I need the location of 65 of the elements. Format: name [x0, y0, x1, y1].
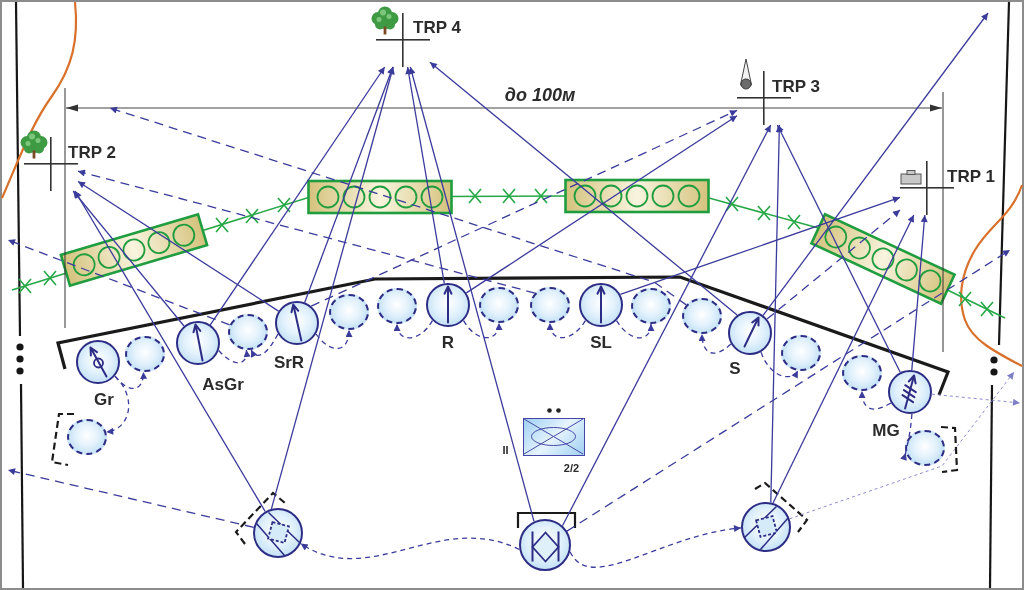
position-label: SrR: [273, 353, 305, 371]
arrow-line: [776, 124, 901, 373]
arrow-line: [77, 180, 280, 312]
arrow-line: [770, 124, 783, 504]
dashed-arrow-line: [766, 209, 901, 320]
curved-dashed-arrow: [900, 413, 913, 461]
position-label: R: [441, 333, 455, 351]
point-label: TRP 4: [413, 18, 461, 36]
arrow-line: [762, 12, 989, 316]
alternate-position: [377, 288, 417, 324]
arrow-line: [561, 124, 772, 527]
dashed-arrow-line: [310, 109, 738, 307]
alternate-position: [228, 314, 268, 350]
alternate-position: [329, 294, 369, 330]
alternate-position: [905, 430, 945, 466]
arrow-line: [429, 61, 738, 316]
alternate-position: [125, 336, 165, 372]
point-label: TRP 1: [947, 167, 995, 185]
arrow-line: [209, 66, 386, 326]
position-label: Gr: [94, 390, 114, 408]
dashed-arrow-line: [77, 169, 536, 294]
dashed-arrow-line: [566, 249, 1011, 532]
curved-dashed-arrow: [250, 333, 279, 358]
arrow-line: [270, 66, 395, 510]
dashed-arrow-line: [109, 106, 687, 306]
dimension-label: до 100м: [504, 86, 576, 104]
alternate-position: [781, 335, 821, 371]
alternate-position: [479, 287, 519, 323]
alternate-position: [842, 355, 882, 391]
position-label: S: [729, 359, 741, 377]
arrow-line: [408, 66, 535, 523]
point-label: TRP 3: [772, 77, 820, 95]
curved-dashed-arrow: [569, 525, 742, 568]
curved-dashed-arrow: [315, 329, 352, 350]
curved-dashed-arrow: [760, 351, 799, 379]
unit-label: II: [502, 444, 509, 455]
arrow-line: [304, 66, 394, 304]
curved-dashed-arrow: [462, 319, 502, 339]
arrow-line: [405, 66, 445, 284]
dashed-arrow-line: [7, 239, 231, 326]
alternate-position: [682, 298, 722, 334]
position-label: MG: [872, 421, 900, 439]
position-label: SL: [590, 333, 612, 351]
alternate-position: [631, 288, 671, 324]
arrow-line: [465, 115, 738, 294]
arrow-line: [74, 190, 266, 513]
curved-dashed-arrow: [394, 319, 434, 339]
arrow-line: [72, 190, 185, 327]
curved-dashed-arrow: [615, 319, 654, 339]
alternate-position: [67, 419, 107, 455]
point-label: TRP 2: [68, 143, 116, 161]
curved-dashed-arrow: [547, 319, 587, 339]
alternate-position: [530, 287, 570, 323]
curved-dashed-arrow: [300, 537, 521, 560]
arrow-line: [619, 196, 901, 296]
curved-dashed-arrow: [858, 390, 892, 410]
vehicle-position: [519, 519, 571, 571]
curved-dashed-arrow: [698, 333, 732, 354]
unit-label: 2/2: [563, 462, 580, 473]
curved-dashed-arrow: [105, 375, 130, 434]
arrow-line: [911, 214, 928, 371]
position-label: AsGr: [202, 375, 244, 393]
dashed-arrow-line: [7, 468, 255, 528]
curved-dashed-arrow: [218, 349, 251, 364]
arrow-line: [772, 214, 915, 504]
